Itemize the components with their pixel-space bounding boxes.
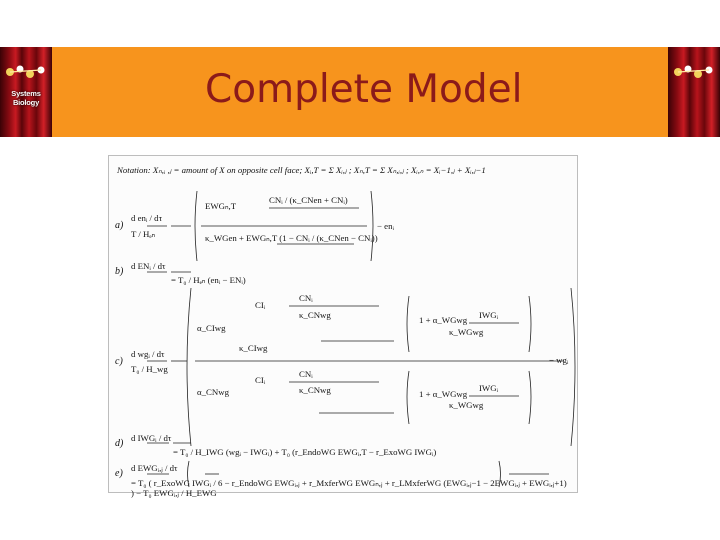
eq-c-k-cnwg-bottom: κ_CNwg <box>299 385 331 395</box>
eq-c-iwg-top: IWGᵢ <box>479 310 499 320</box>
eq-e-lhs: d EWGᵢ,ⱼ / dτ <box>131 463 178 473</box>
logo-caption: Systems Biology <box>11 89 41 107</box>
title-banner <box>0 47 720 137</box>
eq-c-ci-bottom: CIᵢ <box>255 375 266 385</box>
eq-b-lhs: d ENᵢ / dτ <box>131 261 166 271</box>
eq-b-label: b) <box>115 266 124 277</box>
eq-c-alpha-ci: α_CIwg <box>197 323 226 333</box>
eq-c-tail: − wgᵢ <box>549 355 569 365</box>
eq-c-lhs: d wgᵢ / dτ <box>131 349 165 359</box>
eq-c-coef: T₀ / H_wg <box>131 364 168 374</box>
eq-d-lhs: d IWGᵢ / dτ <box>131 433 172 443</box>
eq-c-alpha-cn: α_CNwg <box>197 387 229 397</box>
eq-c-cn-top: CNᵢ <box>299 293 313 303</box>
eq-e-rhs: = T₀ ( r_ExoWG IWGᵢ / 6 − r_EndoWG EWGᵢ,… <box>131 478 567 498</box>
eq-a-lhs: d enᵢ / dτ <box>131 213 163 223</box>
systems-biology-logo-right <box>668 47 720 137</box>
eq-a-top-fraction: CNᵢ / (κ_CNen + CNᵢ) <box>269 195 348 205</box>
slide-title: Complete Model <box>205 67 523 112</box>
eq-a-denominator: κ_WGen + EWGₙ,T (1 − CNᵢ / (κ_CNen − CNᵢ… <box>205 233 378 243</box>
eq-c-k-wg-top: κ_WGwg <box>449 327 484 337</box>
eq-c-k-cnwg-top: κ_CNwg <box>299 310 331 320</box>
eq-a-label: a) <box>115 220 124 231</box>
molecule-icon <box>674 65 713 78</box>
eq-c-one-plus-alpha-top: 1 + α_WGwg <box>419 315 468 325</box>
eq-c-k-ciwg: κ_CIwg <box>239 343 268 353</box>
systems-biology-logo-left: Systems Biology <box>0 47 52 137</box>
eq-b-rhs: = T₀ / Hₑₙ (enᵢ − ENᵢ) <box>171 275 246 285</box>
eq-c-iwg-bottom: IWGᵢ <box>479 383 499 393</box>
notation-line: Notation: Xₙ,ᵢ ,ⱼ = amount of X on oppos… <box>117 165 486 175</box>
eq-c-label: c) <box>115 356 123 367</box>
equation-figure: Notation: Xₙ,ᵢ ,ⱼ = amount of X on oppos… <box>108 155 578 498</box>
eq-c-one-plus-alpha-bottom: 1 + α_WGwg <box>419 389 468 399</box>
eq-d-label: d) <box>115 438 124 449</box>
eq-a-top-numerator: EWGₙ,T <box>205 201 237 211</box>
equation-strokes <box>147 190 576 488</box>
eq-a-tail: − enᵢ <box>377 221 394 231</box>
eq-c-cn-bottom: CNᵢ <box>299 369 313 379</box>
eq-d-rhs: = T₀ / H_IWG (wgᵢ − IWGᵢ) + T₀ (r_EndoWG… <box>173 447 437 457</box>
molecule-icon <box>6 65 45 78</box>
eq-a-coef: T / Hₑₙ <box>131 229 156 239</box>
eq-c-k-wg-bottom: κ_WGwg <box>449 400 484 410</box>
eq-e-label: e) <box>115 468 123 479</box>
eq-c-ci-top: CIᵢ <box>255 300 266 310</box>
